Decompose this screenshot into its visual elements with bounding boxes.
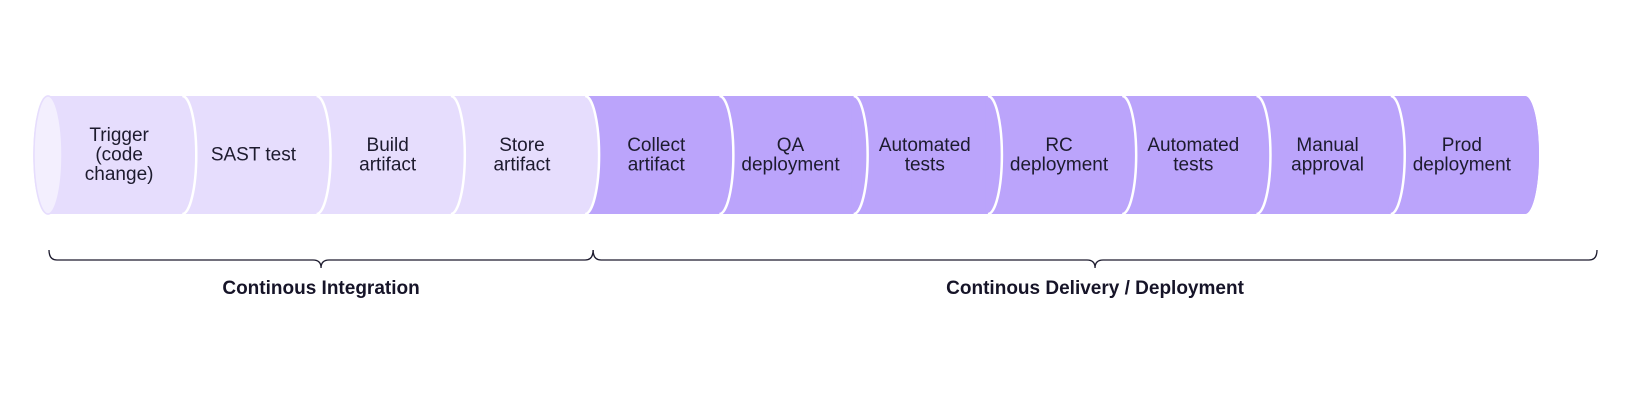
group-brace — [48, 249, 594, 269]
stage-segment — [1390, 96, 1539, 214]
stage-separator — [450, 94, 467, 216]
stage-label-line: RC — [1045, 135, 1072, 156]
stage-label-line: Trigger — [89, 125, 149, 146]
stage-label-line: deployment — [1010, 154, 1109, 175]
stage-segment-bulge — [1523, 96, 1539, 214]
group-brace — [592, 249, 1598, 269]
stage-segment-bulge — [180, 96, 197, 214]
stage-segment-bulge — [851, 96, 868, 214]
stage-separator — [987, 94, 1004, 216]
stage-separator — [853, 94, 869, 216]
stage-label-line: SAST test — [211, 145, 297, 166]
group-label: Continous Integration — [222, 278, 419, 299]
stage-label-line: deployment — [741, 154, 840, 175]
stage-label-line: artifact — [359, 154, 417, 175]
stage-segment — [585, 96, 734, 214]
stage-segment — [316, 96, 465, 214]
stage-segment-bulge — [717, 96, 734, 214]
stage-segment-bulge — [448, 96, 465, 214]
stage-separator — [1390, 94, 1406, 216]
stage-segment — [853, 96, 1002, 214]
stage-segment-bulge — [1120, 96, 1137, 214]
cylinder-left-cap-front — [33, 95, 63, 215]
group-label: Continous Delivery / Deployment — [946, 278, 1244, 299]
stage-segment — [1122, 96, 1271, 214]
stage-separator — [719, 94, 735, 216]
stage-label-line: Build — [367, 135, 409, 156]
stage-label-line: Collect — [627, 135, 686, 156]
group-braces: Continous Integration Continous Delivery … — [48, 249, 1598, 299]
stage-label-line: (code — [95, 145, 143, 166]
stage-label-line: tests — [905, 154, 945, 175]
stage-segment — [987, 96, 1137, 214]
stage-label-line: approval — [1291, 154, 1364, 175]
stage-segment — [1256, 96, 1405, 214]
stage-label-line: Automated — [1147, 135, 1239, 156]
stage-label-line: Store — [499, 135, 544, 156]
stage-label-line: artifact — [628, 154, 686, 175]
stage-label-line: QA — [777, 135, 805, 156]
stage-separator — [1121, 94, 1138, 216]
stage-separator — [182, 94, 198, 216]
stage-segment — [182, 96, 331, 214]
stage-segment-bulge — [985, 96, 1002, 214]
stage-separator — [584, 94, 601, 216]
stage-separator — [1256, 94, 1272, 216]
stage-label-line: Automated — [879, 135, 971, 156]
stage-segment-bulge — [1388, 96, 1405, 214]
stage-label-line: change) — [85, 164, 154, 185]
stage-segment — [450, 96, 600, 214]
stage-label: SAST test — [211, 145, 297, 166]
stage-segment — [719, 96, 868, 214]
stage-separator — [316, 94, 332, 216]
stage-label-line: Prod — [1442, 135, 1482, 156]
stage-segment-bulge — [1254, 96, 1271, 214]
stage-label-line: artifact — [493, 154, 551, 175]
pipeline-cylinder — [33, 94, 1539, 216]
stage-segment-bulge — [583, 96, 600, 214]
stage-segment-bulge — [314, 96, 331, 214]
stage-segment — [48, 96, 197, 214]
stage-label-line: Manual — [1296, 135, 1358, 156]
stage-label-line: deployment — [1413, 154, 1512, 175]
stage-label-line: tests — [1173, 154, 1213, 175]
